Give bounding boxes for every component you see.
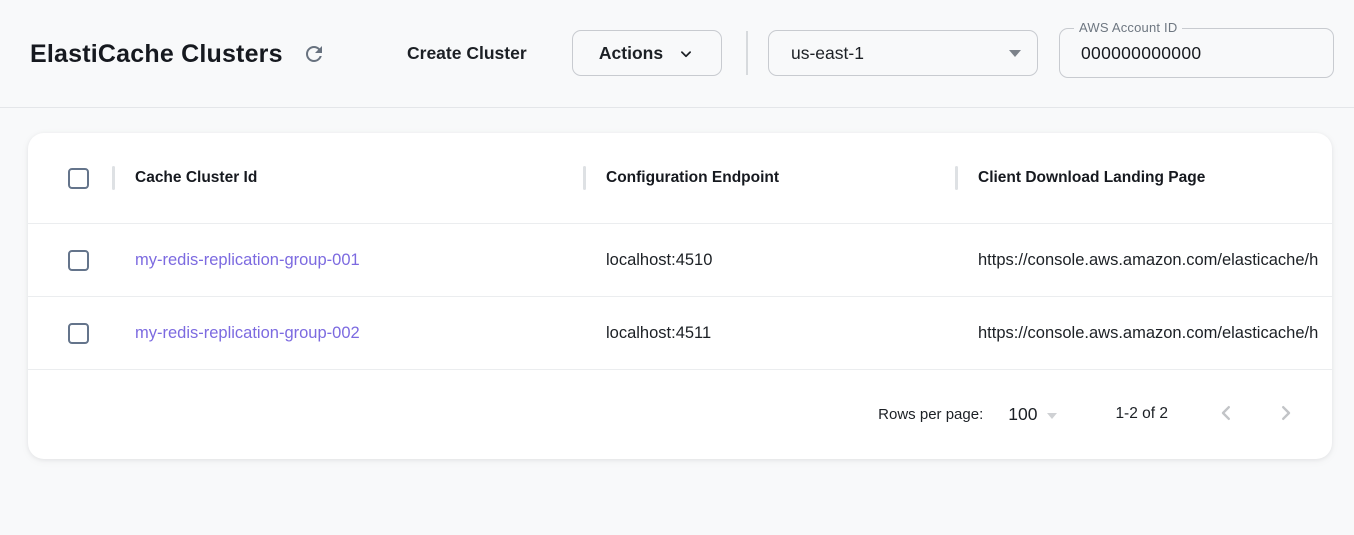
top-toolbar: ElastiCache Clusters Create Cluster Acti… (0, 0, 1354, 108)
table-row: my-redis-replication-group-001 localhost… (28, 224, 1332, 297)
page-title: ElastiCache Clusters (30, 39, 283, 68)
page-range-label: 1-2 of 2 (1115, 405, 1168, 422)
select-all-checkbox[interactable] (68, 167, 89, 189)
actions-button[interactable]: Actions (572, 30, 722, 76)
caret-down-icon (1009, 50, 1021, 57)
table-body: my-redis-replication-group-001 localhost… (28, 224, 1332, 370)
column-separator (955, 166, 958, 190)
rows-per-page-select[interactable]: 100 (1008, 403, 1058, 425)
caret-down-icon (1047, 412, 1058, 419)
aws-account-id-field: AWS Account ID (1059, 20, 1334, 78)
column-separator (112, 166, 115, 190)
aws-account-id-input[interactable] (1060, 29, 1333, 77)
region-select-value: us-east-1 (791, 42, 864, 63)
chevron-down-icon (677, 43, 695, 63)
table-header-row: Cache Cluster Id Configuration Endpoint … (28, 133, 1332, 224)
rows-per-page-label: Rows per page: (878, 405, 984, 423)
chevron-left-icon (1214, 401, 1238, 428)
chevron-right-icon (1274, 401, 1298, 428)
rows-per-page-value: 100 (1008, 403, 1038, 424)
create-cluster-button[interactable]: Create Cluster (407, 30, 527, 76)
column-header-configuration-endpoint: Configuration Endpoint (606, 169, 780, 186)
endpoint-cell: localhost:4510 (606, 250, 713, 269)
refresh-icon (302, 42, 326, 66)
row-select-cell (28, 249, 113, 271)
next-page-button[interactable] (1273, 401, 1299, 427)
clusters-table-card: Cache Cluster Id Configuration Endpoint … (28, 133, 1332, 459)
table-row: my-redis-replication-group-002 localhost… (28, 297, 1332, 370)
refresh-button[interactable] (300, 40, 328, 68)
row-select-cell (28, 322, 113, 344)
previous-page-button[interactable] (1213, 401, 1239, 427)
column-header-client-download-landing-page: Client Download Landing Page (978, 169, 1206, 186)
cluster-id-link[interactable]: my-redis-replication-group-002 (135, 323, 360, 342)
aws-account-id-label: AWS Account ID (1074, 20, 1183, 35)
toolbar-divider (746, 31, 748, 75)
endpoint-cell: localhost:4511 (606, 323, 712, 342)
table-pagination: Rows per page: 100 1-2 of 2 (28, 370, 1332, 458)
cluster-id-link[interactable]: my-redis-replication-group-001 (135, 250, 360, 269)
row-checkbox[interactable] (68, 249, 89, 271)
actions-button-label: Actions (598, 42, 664, 63)
column-separator (583, 166, 586, 190)
region-select[interactable]: us-east-1 (768, 30, 1038, 76)
column-header-cache-cluster-id: Cache Cluster Id (135, 169, 258, 186)
landing-page-cell: https://console.aws.amazon.com/elasticac… (978, 323, 1319, 342)
row-checkbox[interactable] (68, 322, 89, 344)
landing-page-cell: https://console.aws.amazon.com/elasticac… (978, 250, 1319, 269)
select-all-cell (28, 167, 113, 189)
